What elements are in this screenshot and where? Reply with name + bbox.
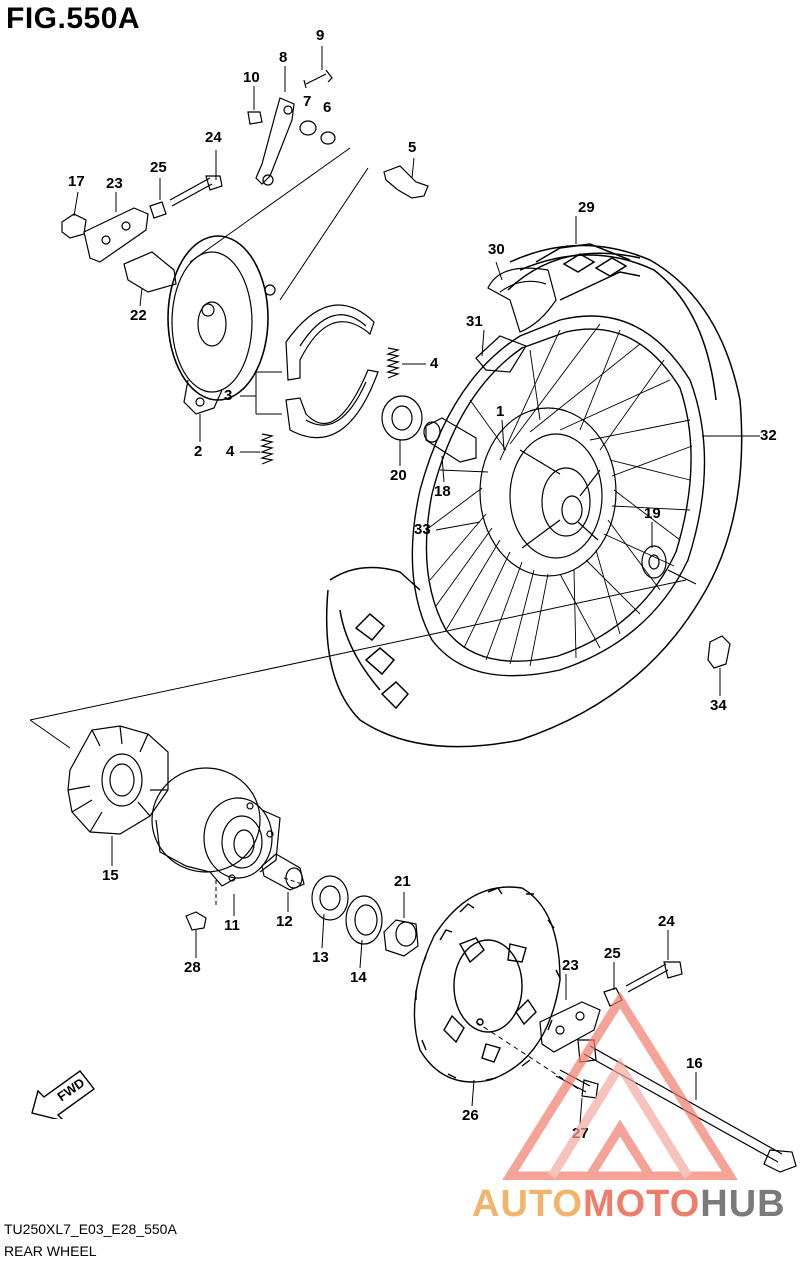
label-part-25-top: 25	[150, 159, 167, 176]
label-part-28: 28	[184, 959, 201, 976]
label-part-26: 26	[462, 1107, 479, 1124]
bearing-13	[311, 875, 349, 921]
label-part-22: 22	[130, 307, 147, 324]
spring-4-lower	[259, 433, 275, 465]
sprocket-hub-11	[151, 767, 281, 887]
label-part-32: 32	[760, 427, 777, 444]
label-part-16: 16	[686, 1055, 703, 1072]
label-part-4-upper: 4	[430, 355, 439, 372]
washer-7	[299, 120, 317, 136]
label-part-6: 6	[323, 99, 332, 116]
brake-shoe-lower	[285, 369, 379, 439]
spring-4-upper	[385, 347, 401, 379]
label-part-4-lower: 4	[226, 443, 235, 460]
nut-25-top	[149, 201, 167, 219]
label-part-24-bottom: 24	[658, 913, 675, 930]
fwd-arrow-icon: FWD	[31, 1070, 95, 1119]
label-part-12: 12	[276, 913, 293, 930]
spacer-21	[383, 919, 419, 957]
brake-cam-5	[383, 165, 429, 199]
rim-32	[411, 315, 706, 677]
label-part-13: 13	[312, 949, 329, 966]
label-part-23-bottom: 23	[562, 957, 579, 974]
label-part-21: 21	[394, 873, 411, 890]
label-part-15: 15	[102, 867, 119, 884]
label-part-18: 18	[434, 483, 451, 500]
rim-band-31	[475, 335, 527, 373]
label-part-24-top: 24	[205, 129, 222, 146]
label-part-23-top: 23	[106, 175, 123, 192]
brake-panel	[167, 235, 276, 415]
hub-1	[479, 407, 617, 577]
label-part-1: 1	[496, 403, 505, 420]
label-part-9: 9	[316, 27, 325, 44]
collar-12	[261, 853, 305, 891]
label-part-34: 34	[710, 697, 727, 714]
nut-28	[185, 911, 207, 931]
oil-seal-14	[345, 895, 383, 945]
bolt-9	[303, 69, 333, 89]
bearing-19	[641, 545, 667, 579]
adjuster-23-bottom	[539, 1001, 601, 1053]
label-part-11: 11	[224, 917, 240, 934]
label-part-20: 20	[390, 467, 407, 484]
label-part-7: 7	[303, 93, 312, 110]
label-part-3: 3	[224, 387, 233, 404]
label-part-25-bottom: 25	[604, 945, 621, 962]
model-code: TU250XL7_E03_E28_550A	[4, 1221, 177, 1237]
damper-15	[67, 725, 169, 835]
brake-shoe-upper	[285, 304, 375, 381]
figure-title: FIG.550A	[6, 2, 141, 35]
watermark-text: AUTOMOTOHUB	[472, 1183, 786, 1226]
label-part-2: 2	[194, 443, 203, 460]
spacer-22	[123, 251, 177, 293]
watermark-part3: HUB	[700, 1183, 786, 1225]
tube-30	[487, 267, 557, 333]
label-part-30: 30	[488, 241, 505, 258]
label-part-29: 29	[578, 199, 595, 216]
automotohub-logo-icon	[502, 991, 738, 1180]
nut-10	[247, 111, 263, 125]
diagram-caption: REAR WHEEL	[4, 1243, 97, 1259]
label-part-31: 31	[466, 313, 483, 330]
bolt-24-bottom	[625, 961, 683, 993]
label-part-17: 17	[68, 173, 85, 190]
leader-lines	[29, 46, 760, 1125]
adjuster-23-top	[83, 207, 149, 263]
label-part-8: 8	[279, 49, 288, 66]
spokes-33	[425, 323, 693, 667]
label-part-33: 33	[414, 521, 431, 538]
bolt-24-top	[169, 175, 223, 207]
nut-17	[61, 213, 87, 239]
label-part-19: 19	[644, 505, 661, 522]
label-part-14: 14	[350, 969, 367, 986]
o-ring-6	[320, 131, 336, 145]
bearing-20	[381, 395, 423, 441]
label-part-10: 10	[243, 69, 260, 86]
sprocket-26	[413, 886, 561, 1083]
label-part-5: 5	[408, 139, 417, 156]
valve-cap-34	[707, 635, 731, 669]
watermark-part2: MOTO	[582, 1183, 701, 1225]
watermark-part1: AUTO	[472, 1183, 583, 1225]
tire-29	[325, 243, 743, 748]
brake-arm	[255, 97, 295, 186]
